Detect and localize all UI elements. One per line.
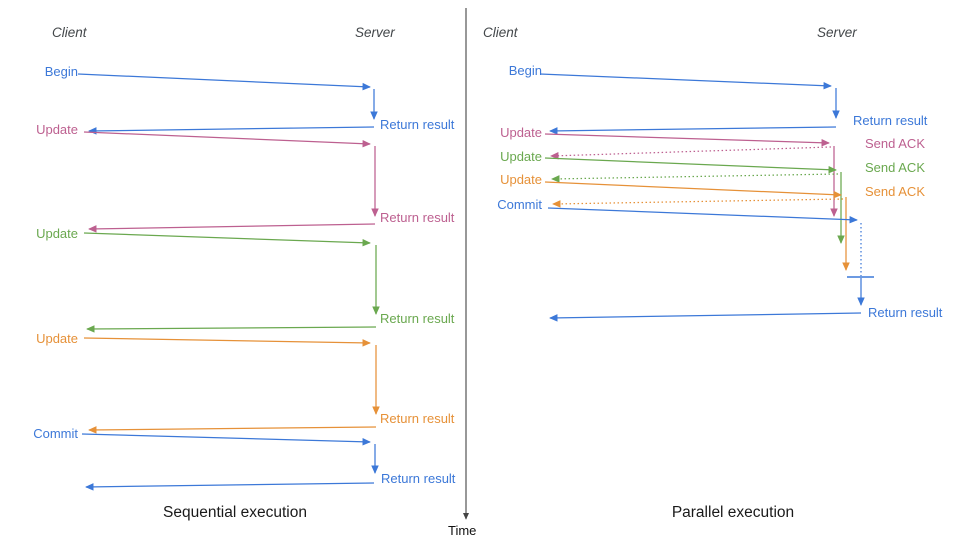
- par-update2-request-arrow: [544, 157, 837, 174]
- seq-update1-request-arrow: [83, 131, 371, 148]
- seq-update3-response-arrow: [88, 426, 377, 434]
- seq-server-header: Server: [355, 25, 395, 40]
- seq-commit-response-arrow: [85, 482, 375, 491]
- time-axis-label: Time: [448, 523, 477, 538]
- seq-commit-request-arrow: [81, 433, 371, 446]
- par-begin-request-arrow: [539, 73, 832, 90]
- seq-begin-response-arrow: [88, 126, 375, 135]
- par-update1-ack-arrow: [550, 146, 832, 160]
- par-update1-label: Update: [500, 125, 542, 140]
- par-begin-return-label: Return result: [853, 113, 928, 128]
- par-update1-ack-label: Send ACK: [865, 136, 925, 151]
- par-update1-request-arrow: [544, 133, 830, 147]
- par-update2-ack-label: Send ACK: [865, 160, 925, 175]
- seq-begin-return-label: Return result: [380, 117, 455, 132]
- seq-update2-request-arrow: [83, 232, 371, 247]
- seq-update1-label: Update: [36, 122, 78, 137]
- seq-update3-request-arrow: [83, 337, 371, 347]
- seq-update1-return-label: Return result: [380, 210, 455, 225]
- parallel-caption: Parallel execution: [671, 504, 795, 521]
- par-update3-request-arrow: [544, 181, 842, 199]
- par-update2-ack-arrow: [551, 173, 839, 183]
- par-begin-response-arrow: [549, 126, 837, 135]
- seq-begin-request-arrow: [77, 73, 371, 91]
- par-update3-ack-arrow: [552, 198, 844, 208]
- par-update3-label: Update: [500, 172, 542, 187]
- seq-commit-return-label: Return result: [381, 471, 456, 486]
- par-commit-label: Commit: [497, 197, 542, 212]
- par-begin-label: Begin: [508, 63, 542, 78]
- sequential-caption: Sequential execution: [163, 504, 307, 521]
- par-update3-ack-label: Send ACK: [865, 184, 925, 199]
- par-update2-label: Update: [500, 149, 542, 164]
- seq-update3-return-label: Return result: [380, 411, 455, 426]
- seq-update3-label: Update: [36, 331, 78, 346]
- seq-client-header: Client: [52, 25, 87, 40]
- seq-commit-label: Commit: [33, 426, 78, 441]
- seq-update2-response-arrow: [86, 325, 377, 333]
- seq-begin-label: Begin: [44, 64, 78, 79]
- par-commit-response-arrow: [549, 312, 862, 322]
- par-commit-return-label: Return result: [868, 305, 943, 320]
- par-server-header: Server: [817, 25, 857, 40]
- seq-update1-response-arrow: [88, 223, 376, 233]
- seq-update2-label: Update: [36, 226, 78, 241]
- par-commit-request-arrow: [547, 207, 858, 224]
- par-client-header: Client: [483, 25, 518, 40]
- seq-update2-return-label: Return result: [380, 311, 455, 326]
